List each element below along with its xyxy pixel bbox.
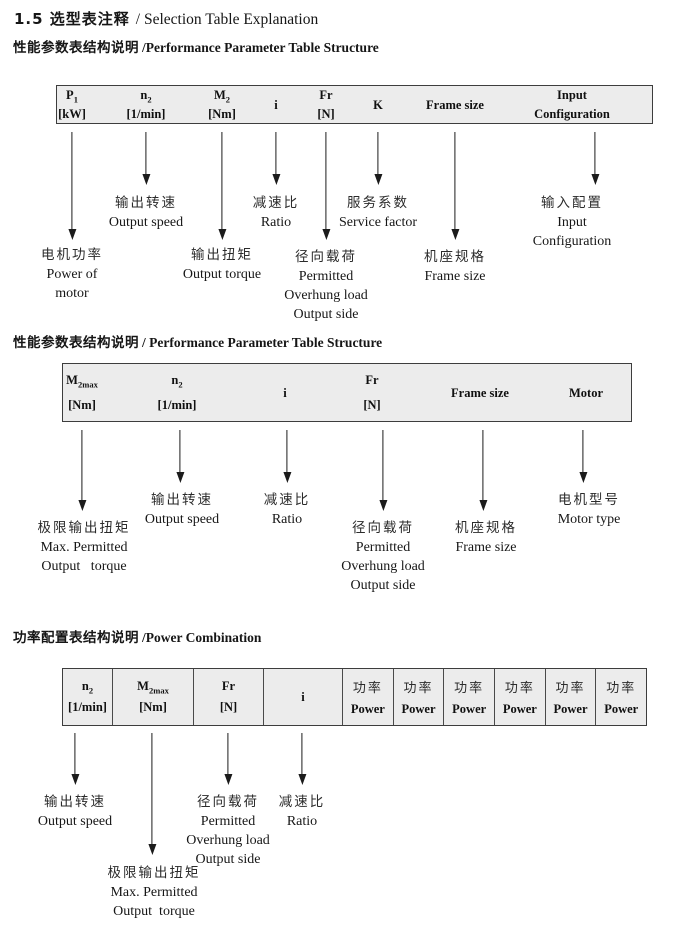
t2-arrow-n2 [179,430,181,472]
t2-col-i: i [283,385,287,400]
t2-arrow-m2max [81,430,83,500]
page-title-zh: 1.5 选型表注释 [14,10,130,28]
t2-arrow-frame-size [482,430,484,500]
t1-arrow-p1 [71,132,73,229]
t1-col-m2: M2[Nm] [208,88,236,121]
t2-col-frame-size: Frame size [451,385,509,400]
t1-col-frame-size: Frame size [426,97,484,112]
t1-col-fr: Fr[N] [317,88,335,121]
t1-arrow-fr [325,132,327,229]
t2-col-motor: Motor [568,385,604,400]
t2-col-n2: n2[1/min] [157,373,197,412]
t2-col-fr: Fr[N] [363,373,381,412]
t3-arrow-n2 [74,733,76,774]
t2-arrow-fr [382,430,384,500]
t1-arrow-k [377,132,379,174]
t3-col-m2max: M2max[Nm] [113,669,194,725]
page-title-en: / Selection Table Explanation [135,11,319,28]
t2-arrow-i [286,430,288,472]
t3-arrow-fr [227,733,229,774]
t3-col-n2: n2[1/min] [63,669,113,725]
t1-col-k: K [373,97,383,112]
t1-arrow-input-configuration [594,132,596,174]
t3-arrow-m2max [151,733,153,844]
table2-performance-parameter [62,363,632,422]
page-title: 1.5 选型表注释 / Selection Table Explanation [14,8,318,29]
section3-heading: 功率配置表结构说明/Power Combination [13,630,262,646]
t1-arrow-i [275,132,277,174]
section1-heading: 性能参数表结构说明/Performance Parameter Table St… [13,40,379,56]
t1-arrow-n2 [145,132,147,174]
t2-col-m2max: M2max[Nm] [66,373,98,412]
t1-arrow-m2 [221,132,223,229]
t1-col-i: i [274,97,278,112]
table1-performance-parameter [56,85,653,124]
t1-col-p1: P1[kW] [58,88,86,121]
t2-arrow-motor [582,430,584,472]
t3-arrow-i [301,733,303,774]
t1-arrow-frame-size [454,132,456,229]
t3-col-i: i [264,669,343,725]
t3-col-fr: Fr[N] [194,669,264,725]
t1-col-n2: n2[1/min] [126,88,166,121]
section2-heading: 性能参数表结构说明/ Performance Parameter Table S… [13,335,383,351]
